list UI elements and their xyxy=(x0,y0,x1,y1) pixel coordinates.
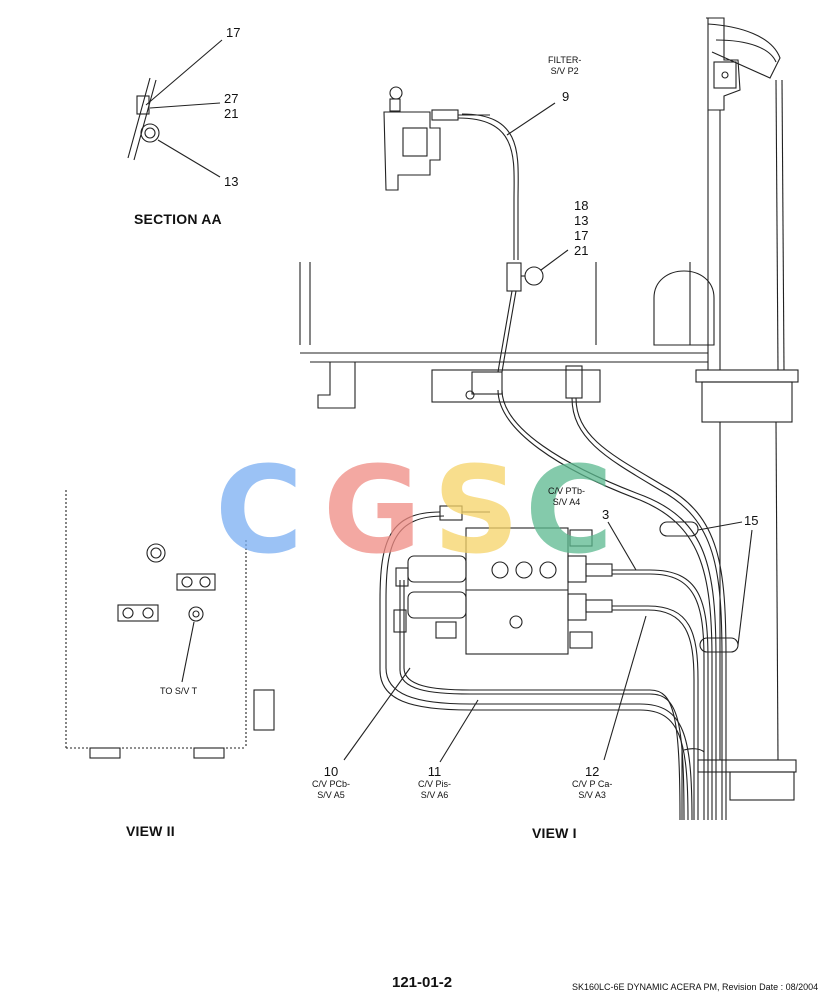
callout-9: 9 xyxy=(562,89,570,104)
callout-12: 12 xyxy=(584,764,600,779)
watermark-letter: C xyxy=(525,448,613,558)
callout-21: 21 xyxy=(224,106,239,121)
cv-ptb-label: C/V PTb- S/V A4 xyxy=(548,486,586,507)
to-sv-t-label: TO S/V T xyxy=(160,686,198,696)
callout-27: 27 xyxy=(224,91,239,106)
callout-17b: 17 xyxy=(574,228,589,243)
hose-9 xyxy=(457,117,515,260)
cv-pcb-group: 10 C/V PCb- S/V A5 xyxy=(312,764,351,800)
callout-3: 3 xyxy=(602,507,610,522)
callout-15: 15 xyxy=(744,513,759,528)
frame-outline xyxy=(299,262,715,409)
stack-callouts: 18 13 17 21 xyxy=(574,198,588,258)
section-aa-drawing xyxy=(127,39,223,178)
callout-13b: 13 xyxy=(574,213,589,228)
right-frame xyxy=(695,17,799,801)
document-info: SK160LC-6E DYNAMIC ACERA PM, Revision Da… xyxy=(572,982,819,992)
callout-10: 10 xyxy=(323,764,339,779)
callout-18: 18 xyxy=(574,198,589,213)
cgsc-watermark: C G S C xyxy=(215,448,613,558)
watermark-letter: C xyxy=(215,448,303,558)
watermark-letter: G xyxy=(323,448,422,558)
view-ii-title: VIEW II xyxy=(126,823,175,839)
view-i-title: VIEW I xyxy=(532,825,577,841)
tee-fitting xyxy=(506,249,569,292)
filter-label: FILTER- S/V P2 xyxy=(548,55,582,76)
page-number: 121-01-2 xyxy=(392,974,453,991)
callout-17: 17 xyxy=(226,25,241,40)
view-ii-fittings xyxy=(89,543,275,759)
callout-11: 11 xyxy=(427,764,442,779)
control-valve xyxy=(407,505,613,655)
callout-21b: 21 xyxy=(574,243,589,258)
filter-block xyxy=(383,86,490,191)
section-aa-title: SECTION AA xyxy=(134,211,222,227)
cv-pis-group: 11 C/V Pis- S/V A6 xyxy=(418,764,452,800)
watermark-letter: S xyxy=(433,448,519,558)
cv-pca-group: 12 C/V P Ca- S/V A3 xyxy=(572,764,613,800)
callout-13: 13 xyxy=(224,174,239,189)
